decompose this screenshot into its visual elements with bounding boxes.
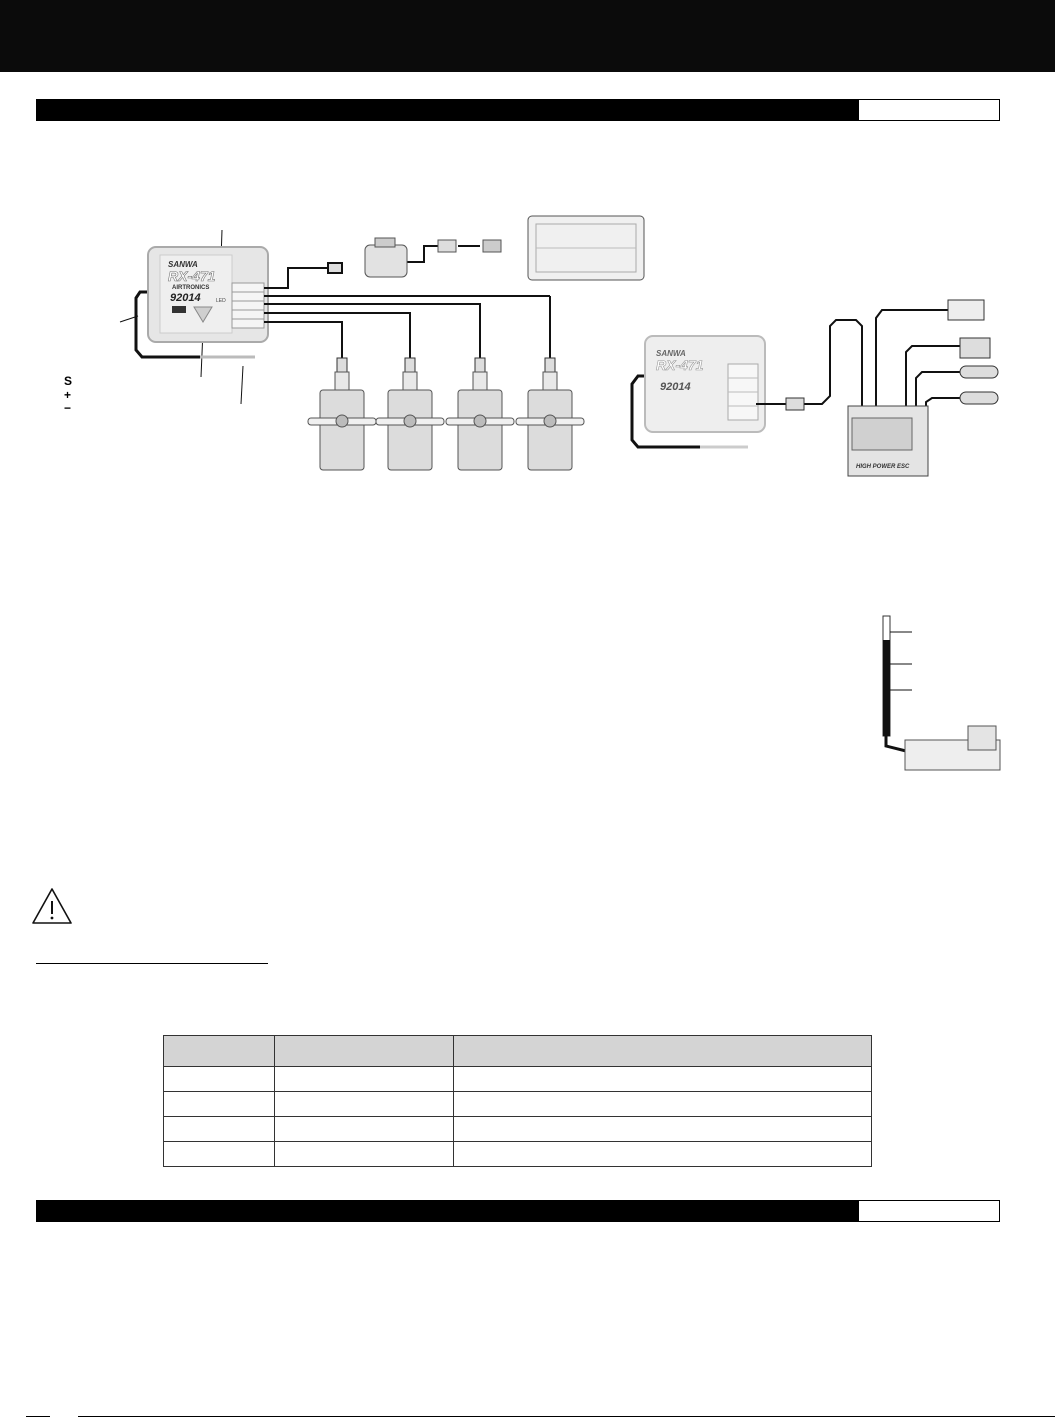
- battery-pack: [527, 215, 645, 281]
- section-header-tab: [859, 100, 999, 120]
- receiver-secondary: SANWA RX-471 92014: [644, 335, 766, 433]
- servo-2: [375, 357, 445, 471]
- esc-unit: HIGH POWER ESC: [847, 405, 929, 477]
- section-header-fill: [37, 100, 859, 120]
- top-header-band: [0, 0, 1055, 72]
- table-header-cell: [163, 1035, 275, 1067]
- section-header-tab: [859, 1201, 999, 1221]
- table-cell: [163, 1116, 275, 1142]
- table-cell: [163, 1141, 275, 1167]
- table-row: [163, 1091, 872, 1117]
- antenna-figure: [882, 615, 1001, 771]
- table-cell: [274, 1141, 454, 1167]
- table-cell: [274, 1116, 454, 1142]
- table-cell: [453, 1141, 872, 1167]
- receiver-part-no: 92014: [170, 292, 201, 304]
- receiver-main: SANWA RX-471 AIRTRONICS 92014 LED: [147, 246, 269, 343]
- receiver-led-label: LED: [216, 298, 226, 304]
- wiring-diagram: SANWA RX-471 AIRTRONICS 92014 LED: [64, 215, 999, 477]
- table-cell: [453, 1091, 872, 1117]
- receiver-secondary-model: RX-471: [656, 357, 704, 373]
- section-header-bar-2: [36, 1200, 1000, 1222]
- table-row: [163, 1066, 872, 1092]
- table-cell: [453, 1066, 872, 1092]
- footer-rule-left: [26, 1416, 50, 1417]
- table-cell: [163, 1066, 275, 1092]
- receiver-secondary-part-no: 92014: [660, 381, 691, 393]
- receiver-brand: SANWA: [168, 260, 198, 269]
- table-header-row: [163, 1035, 872, 1067]
- caution-underline: [36, 963, 268, 964]
- table-row: [163, 1141, 872, 1167]
- table-header-cell: [453, 1035, 872, 1067]
- table-row: [163, 1116, 872, 1142]
- servo-3: [445, 357, 515, 471]
- section-header-bar-1: [36, 99, 1000, 121]
- spec-table: [163, 1035, 872, 1167]
- section-header-fill: [37, 1201, 859, 1221]
- warning-triangle-icon: [32, 888, 72, 924]
- receiver-model: RX-471: [168, 268, 216, 284]
- pin-plus-label: +: [64, 388, 71, 402]
- receiver-secondary-brand: SANWA: [656, 349, 686, 358]
- pin-minus-label: −: [64, 401, 71, 415]
- table-cell: [453, 1116, 872, 1142]
- servo-4: [515, 357, 585, 471]
- table-cell: [274, 1091, 454, 1117]
- power-switch: [364, 237, 502, 278]
- receiver-maker: AIRTRONICS: [172, 285, 209, 291]
- servo-1: [307, 357, 377, 471]
- pin-signal-label: S: [64, 374, 72, 388]
- footer-rule: [78, 1416, 1055, 1417]
- table-header-cell: [274, 1035, 454, 1067]
- table-cell: [163, 1091, 275, 1117]
- table-cell: [274, 1066, 454, 1092]
- esc-label: HIGH POWER ESC: [856, 464, 910, 470]
